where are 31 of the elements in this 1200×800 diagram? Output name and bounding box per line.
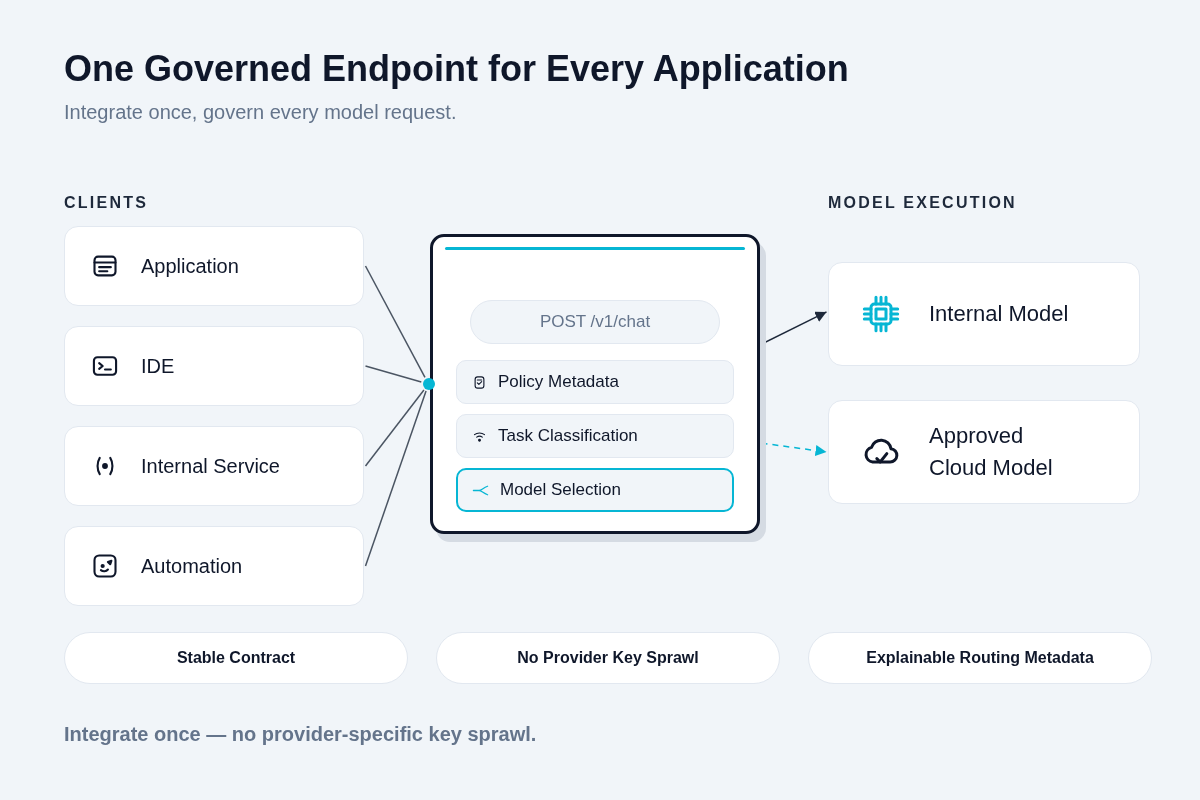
client-card bbox=[64, 526, 364, 606]
client-label: IDE bbox=[141, 354, 175, 379]
benefit-tag: Explainable Routing Metadata bbox=[808, 632, 1152, 684]
step-label: Task Classification bbox=[498, 425, 638, 448]
pipeline-step-highlighted bbox=[456, 468, 734, 512]
connector-line bbox=[364, 365, 423, 383]
model-label: Approved Cloud Model bbox=[929, 422, 1054, 482]
pipeline-step bbox=[456, 360, 734, 404]
client-card bbox=[64, 426, 364, 506]
subtitle: Integrate once, govern every model request. bbox=[64, 100, 457, 125]
benefit-tag: Stable Contract bbox=[64, 632, 408, 684]
endpoint-tag: POST /v1/chat bbox=[470, 300, 720, 344]
page-title: One Governed Endpoint for Every Application bbox=[64, 47, 849, 90]
step-label: Policy Metadata bbox=[498, 371, 619, 394]
caption: Integrate once — no provider-specific key sprawl. bbox=[64, 722, 537, 747]
model-card bbox=[828, 400, 1140, 504]
pipeline-step bbox=[456, 414, 734, 458]
client-label: Internal Service bbox=[141, 454, 280, 479]
column-heading: CLIENTS bbox=[64, 193, 149, 213]
client-card bbox=[64, 226, 364, 306]
model-card bbox=[828, 262, 1140, 366]
model-label: Internal Model bbox=[929, 300, 1069, 328]
connector-line bbox=[364, 389, 425, 467]
connector-line bbox=[364, 265, 426, 379]
client-card bbox=[64, 326, 364, 406]
client-label: Application bbox=[141, 254, 239, 279]
connector-line bbox=[364, 390, 427, 567]
column-heading: MODEL EXECUTION bbox=[828, 193, 1017, 213]
client-label: Automation bbox=[141, 554, 243, 579]
step-label: Model Selection bbox=[500, 479, 621, 502]
benefit-tag: No Provider Key Sprawl bbox=[436, 632, 780, 684]
